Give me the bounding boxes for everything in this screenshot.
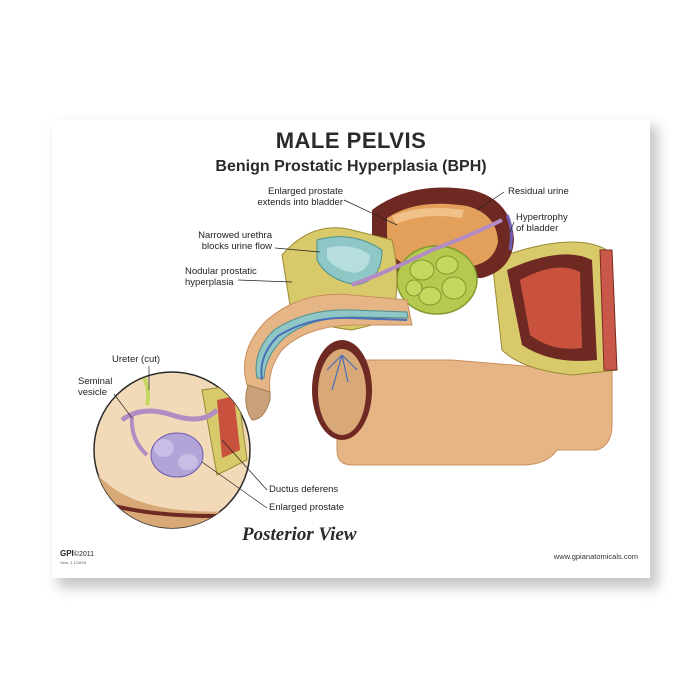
label-nodular-line2: hyperplasia [185, 277, 234, 288]
prostate [396, 245, 478, 315]
label-enlarged-prostate-inset: Enlarged prostate [269, 502, 344, 513]
label-narrowed-urethra: Narrowed urethra blocks urine flow [172, 230, 272, 252]
brand-mark: GPI©2011 [60, 549, 94, 558]
label-nodular-hyperplasia: Nodular prostatic hyperplasia [185, 266, 257, 288]
label-enlarged-prostate: Enlarged prostate extends into bladder [228, 186, 343, 208]
label-seminal-line1: Seminal [78, 376, 113, 387]
posterior-inset [93, 371, 251, 529]
anatomy-poster-card: MALE PELVIS Benign Prostatic Hyperplasia… [52, 120, 650, 578]
brand-logo: GPI [60, 549, 74, 558]
poster-title: MALE PELVIS [275, 128, 427, 153]
label-enlarged-prostate-line2: extends into bladder [257, 197, 343, 208]
label-narrowed-urethra-line1: Narrowed urethra [198, 230, 272, 241]
penis-section [244, 293, 413, 421]
label-seminal-vesicle: Seminal vesicle [78, 376, 112, 398]
bladder [371, 187, 514, 278]
label-seminal-line2: vesicle [78, 387, 108, 398]
testis [312, 340, 372, 440]
label-enlarged-prostate-line1: Enlarged prostate [268, 186, 343, 197]
label-hypertrophy-line2: of bladder [516, 223, 559, 234]
label-nodular-line1: Nodular prostatic [185, 266, 257, 277]
leader-lines [113, 191, 515, 509]
catalog-number: Vers. 1 1/1878 [60, 560, 86, 565]
website-url: www.gpianatomicals.com [553, 552, 638, 561]
posterior-view-caption: Posterior View [242, 524, 357, 545]
poster-subtitle: Benign Prostatic Hyperplasia (BPH) [215, 158, 487, 175]
brand-copyright: ©2011 [73, 551, 94, 558]
label-ureter-cut: Ureter (cut) [112, 354, 161, 365]
model-base [331, 359, 613, 466]
label-hypertrophy-line1: Hypertrophy [516, 212, 568, 223]
pelvis-illustration [93, 187, 618, 529]
label-residual-urine: Residual urine [508, 186, 569, 197]
label-narrowed-urethra-line2: blocks urine flow [201, 241, 272, 252]
label-ductus-deferens: Ductus deferens [269, 484, 339, 495]
rectum-region [491, 241, 618, 376]
ductus-upper [351, 214, 513, 287]
label-hypertrophy: Hypertrophy of bladder [516, 212, 568, 234]
